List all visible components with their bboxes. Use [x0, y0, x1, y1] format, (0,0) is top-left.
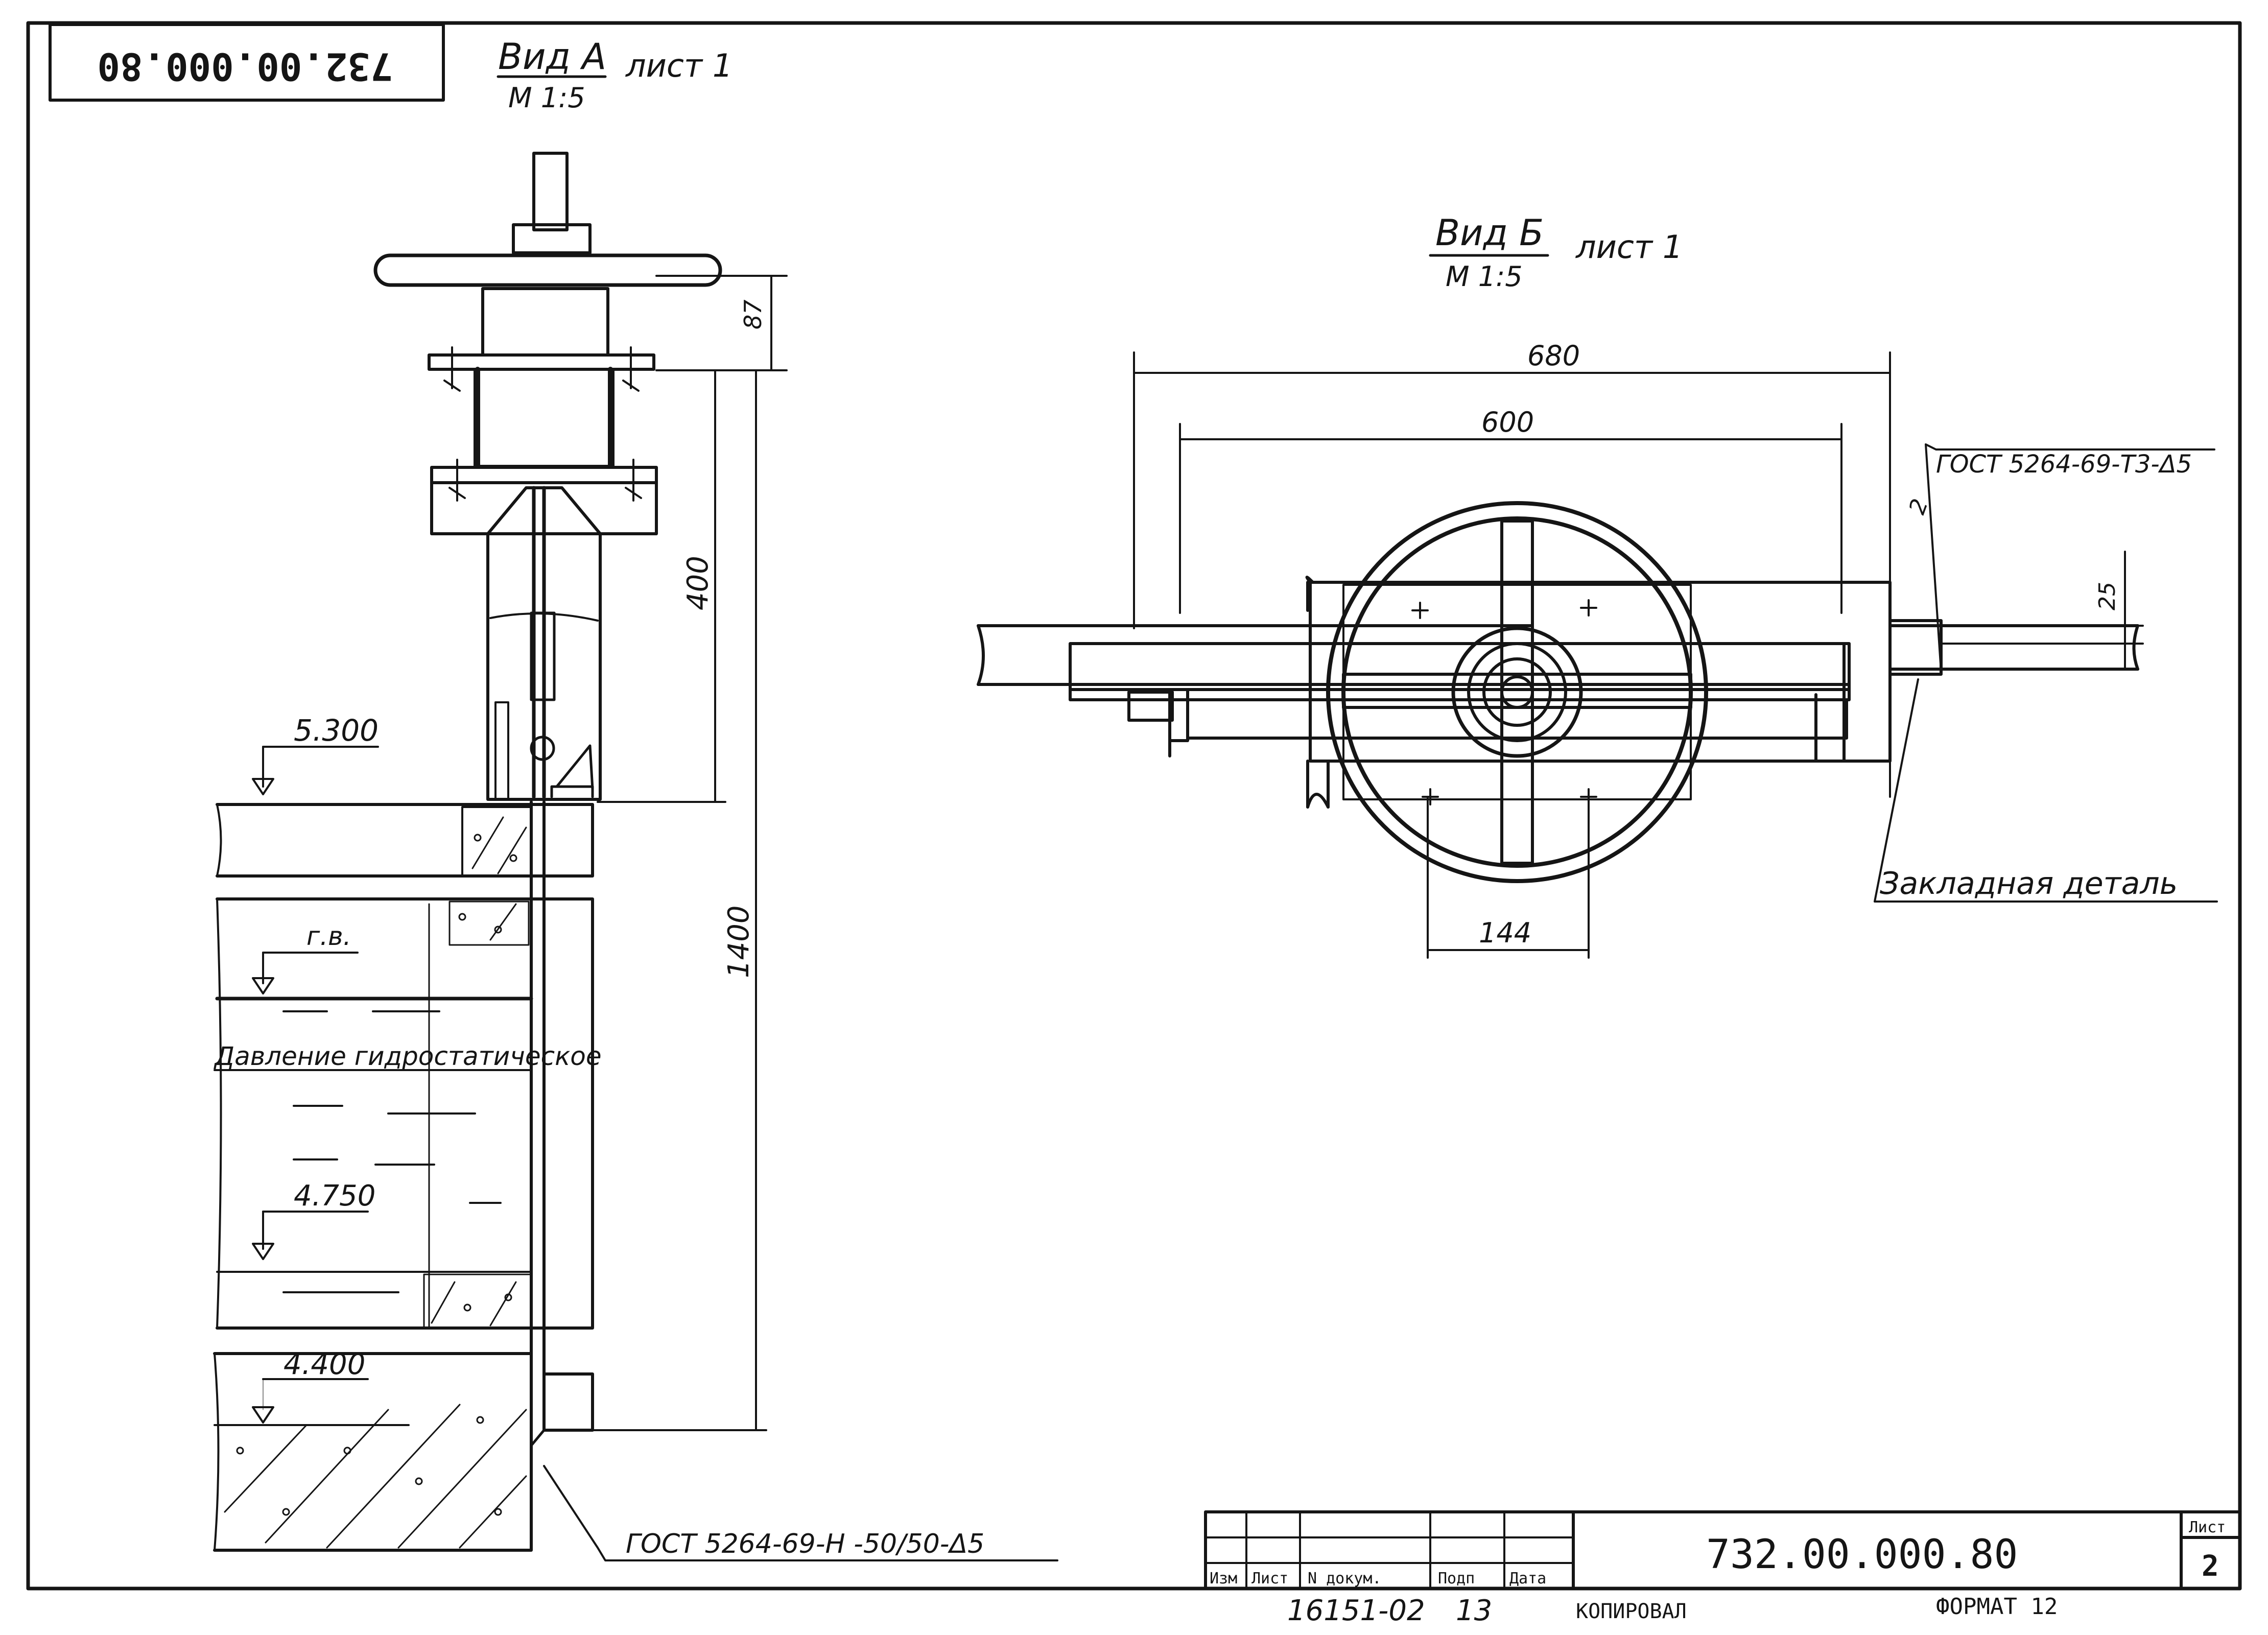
- sheet-number: 2: [2202, 1550, 2219, 1583]
- col-doc: N докум.: [1308, 1570, 1382, 1587]
- embedded-part-label: Закладная деталь: [1880, 866, 2178, 902]
- col-sign: Подп: [1438, 1570, 1475, 1587]
- level-4750: 4.750: [294, 1179, 375, 1213]
- dim-400: 400: [681, 556, 715, 610]
- pressure-label: Давление гидростатическое: [214, 1041, 602, 1071]
- view-a: Вид А М 1:5 лист 1: [213, 36, 1058, 1561]
- view-a-weld-note: ГОСТ 5264-69-Н -50/50-Δ5: [626, 1529, 984, 1559]
- view-b-title: Вид Б: [1435, 212, 1544, 254]
- code-stamp: 732.00.000.80: [49, 23, 445, 102]
- sheet-header: Лист: [2189, 1519, 2226, 1536]
- level-4400: 4.400: [284, 1348, 365, 1381]
- handwheel-side: [373, 253, 722, 287]
- dim-600: 600: [1481, 406, 1534, 438]
- inventory-sheet: 13: [1456, 1594, 1492, 1627]
- col-change: Изм: [1210, 1570, 1237, 1587]
- level-5300: 5.300: [294, 713, 379, 748]
- view-b-weld-note: ГОСТ 5264-69-Т3-Δ5: [1936, 450, 2192, 479]
- level-gv: г.в.: [306, 921, 351, 951]
- handwheel-top: [1326, 501, 1708, 883]
- dim-87: 87: [739, 299, 767, 329]
- view-b-sheet-ref: лист 1: [1575, 228, 1683, 266]
- dim-680: 680: [1527, 340, 1580, 372]
- title-block: Изм Лист N докум. Подп Дата 732.00.000.8…: [1204, 1510, 2241, 1627]
- view-a-title: Вид А: [498, 36, 606, 78]
- sheet-format: ФОРМАТ 12: [1936, 1594, 2058, 1620]
- view-b: Вид Б М 1:5 лист 1 680 600: [977, 212, 2218, 959]
- sheet-frame: [26, 21, 2242, 1591]
- dim-1400: 1400: [722, 905, 755, 978]
- col-date: Дата: [1509, 1570, 1546, 1587]
- dim-25: 25: [2094, 582, 2120, 610]
- col-sheet: Лист: [1251, 1570, 1288, 1587]
- copied-label: КОПИРОВАЛ: [1576, 1600, 1687, 1623]
- code-stamp-text: 732.00.000.80: [97, 44, 393, 88]
- doc-number: 732.00.000.80: [1706, 1532, 2018, 1578]
- view-a-scale: М 1:5: [508, 82, 585, 114]
- view-a-sheet-ref: лист 1: [625, 47, 733, 84]
- view-b-scale: М 1:5: [1446, 260, 1523, 293]
- inventory-number: 16151-02: [1287, 1594, 1425, 1627]
- dim-144: 144: [1479, 917, 1531, 949]
